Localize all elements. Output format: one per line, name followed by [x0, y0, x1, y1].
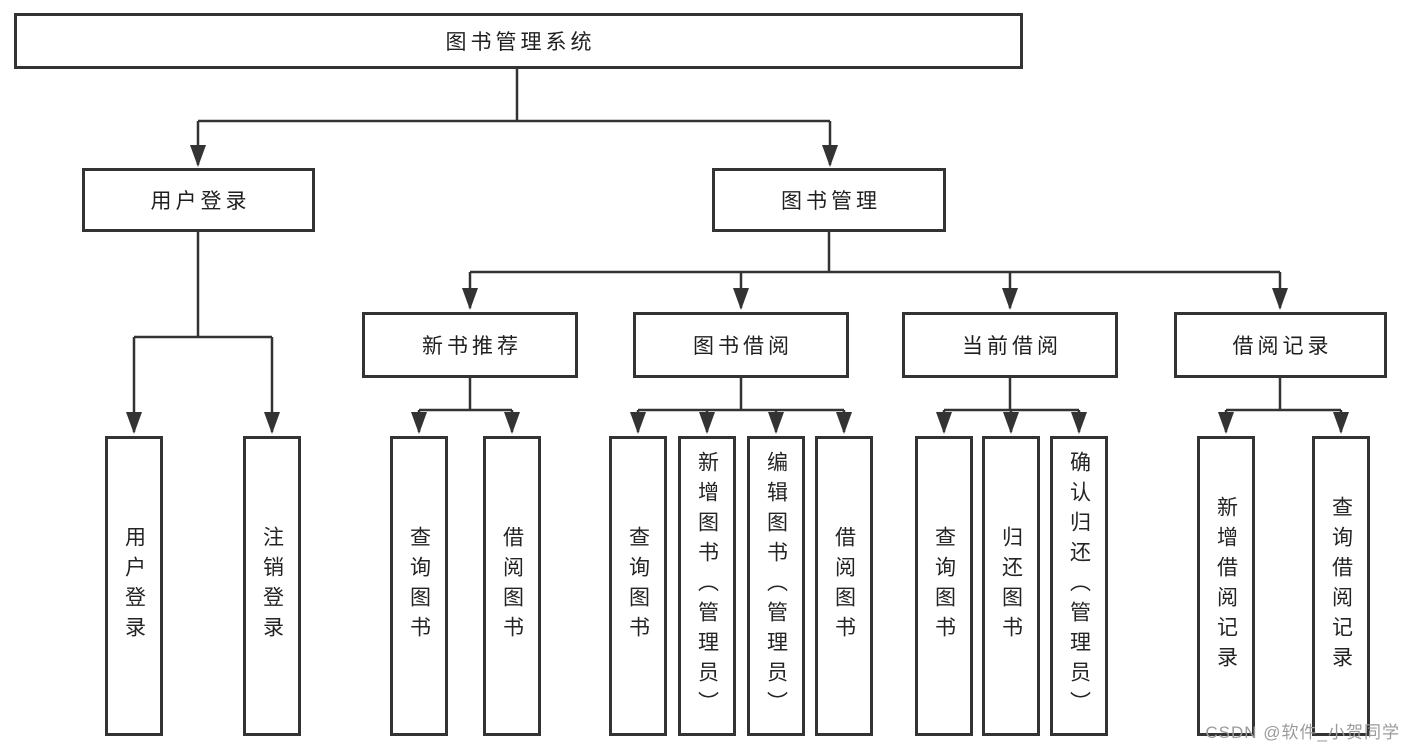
node-book-management: 图书管理 [712, 168, 946, 232]
node-new-book-recommend: 新书推荐 [362, 312, 578, 378]
leaf-add-borrow-record: 新增借阅记录 [1197, 436, 1255, 736]
leaf-confirm-return-admin: 确认归还（管理员） [1050, 436, 1108, 736]
node-current-borrow: 当前借阅 [902, 312, 1118, 378]
leaf-query-borrow-record: 查询借阅记录 [1312, 436, 1370, 736]
csdn-watermark: CSDN @软件_小贺同学 [1205, 723, 1400, 742]
node-library-management-system: 图书管理系统 [14, 13, 1023, 69]
leaf-borrow-books-borrow: 借阅图书 [815, 436, 873, 736]
leaf-add-book-admin: 新增图书（管理员） [678, 436, 736, 736]
node-borrow-record: 借阅记录 [1174, 312, 1387, 378]
leaf-query-books-borrow: 查询图书 [609, 436, 667, 736]
leaf-borrow-books-recommend: 借阅图书 [483, 436, 541, 736]
leaf-return-book: 归还图书 [982, 436, 1040, 736]
leaf-edit-book-admin: 编辑图书（管理员） [747, 436, 805, 736]
leaf-user-login: 用户登录 [105, 436, 163, 736]
leaf-query-books-recommend: 查询图书 [390, 436, 448, 736]
node-book-borrow: 图书借阅 [633, 312, 849, 378]
node-user-login: 用户登录 [82, 168, 315, 232]
leaf-query-books-current: 查询图书 [915, 436, 973, 736]
leaf-logout: 注销登录 [243, 436, 301, 736]
